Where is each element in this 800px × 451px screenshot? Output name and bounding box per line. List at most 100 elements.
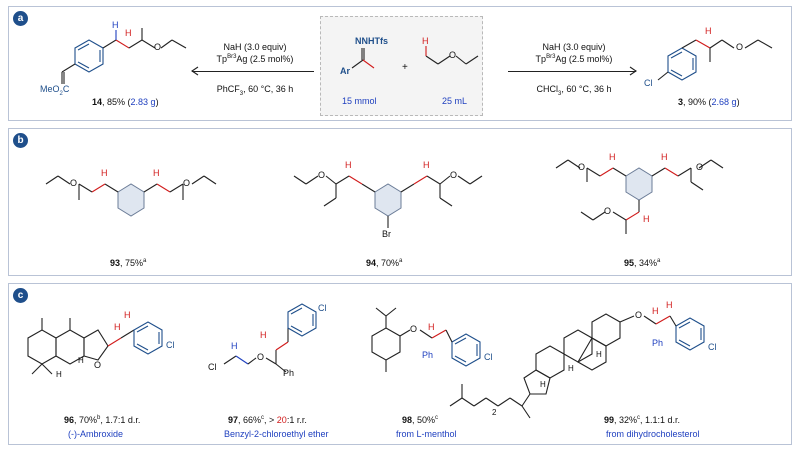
h-label-96-b: H	[124, 310, 131, 320]
compound-95-note: a	[657, 258, 661, 264]
right-reagent-ag: Ag (2.5 mol%)	[555, 54, 613, 64]
o-label-96: O	[94, 360, 102, 370]
product-14-caption: 14, 85% (2.83 g)	[92, 97, 159, 107]
h-label-93-b: H	[153, 168, 160, 178]
ether-o-label: O	[449, 50, 457, 60]
h-label-96-a: H	[114, 322, 121, 332]
h-label-14-b: H	[125, 28, 132, 38]
compound-98-caption: 98, 50%c	[402, 415, 438, 425]
o-label-97: O	[257, 352, 265, 362]
left-reagent-line1: NaH (3.0 equiv)	[223, 42, 287, 52]
product-3-caption: 3, 90% (2.68 g)	[678, 97, 740, 107]
compound-94-yield: , 70%	[376, 258, 400, 268]
compound-99-yield: , 32%	[614, 415, 638, 425]
o-label-95-c: O	[604, 206, 612, 216]
compound-97-caption: 97, 66%c, > 20:1 r.r.	[228, 415, 307, 425]
right-reagent-line3: CHCl3, 60 °C, 36 h	[537, 84, 612, 97]
ester-label: MeO2C	[40, 84, 69, 97]
h-label-95-a: H	[609, 152, 616, 162]
cl-label-97-b: Cl	[318, 303, 327, 313]
h-label-94-b: H	[423, 160, 430, 170]
compound-99-source: from dihydrocholesterol	[606, 429, 700, 439]
ester-label-sub: 2	[59, 90, 63, 97]
compound-98-note: c	[435, 415, 439, 421]
cl-label-99: Cl	[708, 342, 717, 352]
cl-label-97: Cl	[208, 362, 217, 372]
two-label-99: 2	[492, 408, 497, 417]
left-solvent: PhCF	[216, 84, 240, 94]
o-label-93-b: O	[183, 178, 191, 188]
o-label-94-b: O	[450, 170, 458, 180]
compound-97-number: 97	[228, 415, 239, 425]
h-label-96-c: H	[78, 356, 84, 365]
right-conditions: , 60 °C, 36 h	[561, 84, 612, 94]
compound-97-tail-pre: , >	[264, 415, 277, 425]
compound-94-note: a	[399, 258, 403, 264]
starting-materials-box	[320, 16, 483, 116]
h-label-99-e: H	[540, 380, 546, 389]
h-label-3: H	[705, 26, 712, 36]
panel-b: b	[8, 128, 792, 276]
o-label-94-a: O	[318, 170, 326, 180]
panel-b-badge: b	[13, 133, 28, 148]
cl-label-96: Cl	[166, 340, 175, 350]
o-label-93-a: O	[70, 178, 78, 188]
compound-99-caption: 99, 32%c, 1.1:1 d.r.	[604, 415, 680, 425]
o-label-14: O	[154, 42, 162, 52]
ether-amount: 25 mL	[442, 96, 468, 106]
compound-98-source: from L-menthol	[396, 429, 457, 439]
ph-label-97: Ph	[283, 368, 295, 378]
ar-label: Ar	[340, 66, 351, 76]
h-label-99-c: H	[596, 350, 602, 359]
compound-93-note: a	[143, 258, 147, 264]
ph-label-99: Ph	[652, 338, 664, 348]
cl-label-3: Cl	[644, 78, 653, 88]
compound-96-caption: 96, 70%b, 1.7:1 d.r.	[64, 415, 140, 425]
product-3-close: )	[736, 97, 740, 107]
panel-c: c	[8, 283, 792, 445]
left-reagent-sup: Br3	[227, 54, 237, 60]
left-reaction-arrow	[192, 71, 314, 72]
o-label-95-b: O	[696, 162, 704, 172]
compound-93-number: 93	[110, 258, 121, 268]
compound-94-number: 94	[366, 258, 377, 268]
product-14-yield: , 85% (	[102, 97, 131, 107]
compound-95-number: 95	[624, 258, 635, 268]
compound-96-yield: , 70%	[74, 415, 98, 425]
product-3-number: 3	[678, 97, 684, 107]
compound-98-yield: , 50%	[412, 415, 436, 425]
right-reaction-arrow	[508, 71, 636, 72]
ph-label-98: Ph	[422, 350, 434, 360]
left-reagent-line3: PhCF3, 60 °C, 36 h	[217, 84, 294, 97]
compound-93-caption: 93, 75%a	[110, 258, 146, 268]
right-solvent-sub: 3	[558, 90, 562, 97]
compound-97-rr: 20	[276, 415, 287, 425]
o-label-95-a: O	[578, 162, 586, 172]
compound-99-number: 99	[604, 415, 615, 425]
h-label-93-a: H	[101, 168, 108, 178]
h-label-99-b: H	[666, 300, 673, 310]
compound-97-source: Benzyl-2-chloroethyl ether	[224, 429, 329, 439]
compound-95-yield: , 34%	[634, 258, 658, 268]
right-reagent-sup: Br3	[546, 54, 556, 60]
compound-94-caption: 94, 70%a	[366, 258, 402, 268]
compound-96-source: (-)-Ambroxide	[68, 429, 124, 439]
o-label-98: O	[410, 324, 418, 334]
left-solvent-sub: 3	[239, 90, 244, 97]
hydrazone-amount: 15 mmol	[342, 96, 377, 106]
left-reagent-tp: Tp	[216, 54, 228, 64]
o-label-3: O	[736, 42, 744, 52]
left-reagent-ag: Ag (2.5 mol%)	[236, 54, 294, 64]
h-label-99-a: H	[652, 306, 659, 316]
left-reagent-line2: TpBr3Ag (2.5 mol%)	[217, 54, 294, 64]
product-3-mass: 2.68 g	[711, 97, 737, 107]
compound-97-yield: , 66%	[238, 415, 262, 425]
compound-97-note: c	[261, 415, 265, 421]
compound-95-caption: 95, 34%a	[624, 258, 660, 268]
